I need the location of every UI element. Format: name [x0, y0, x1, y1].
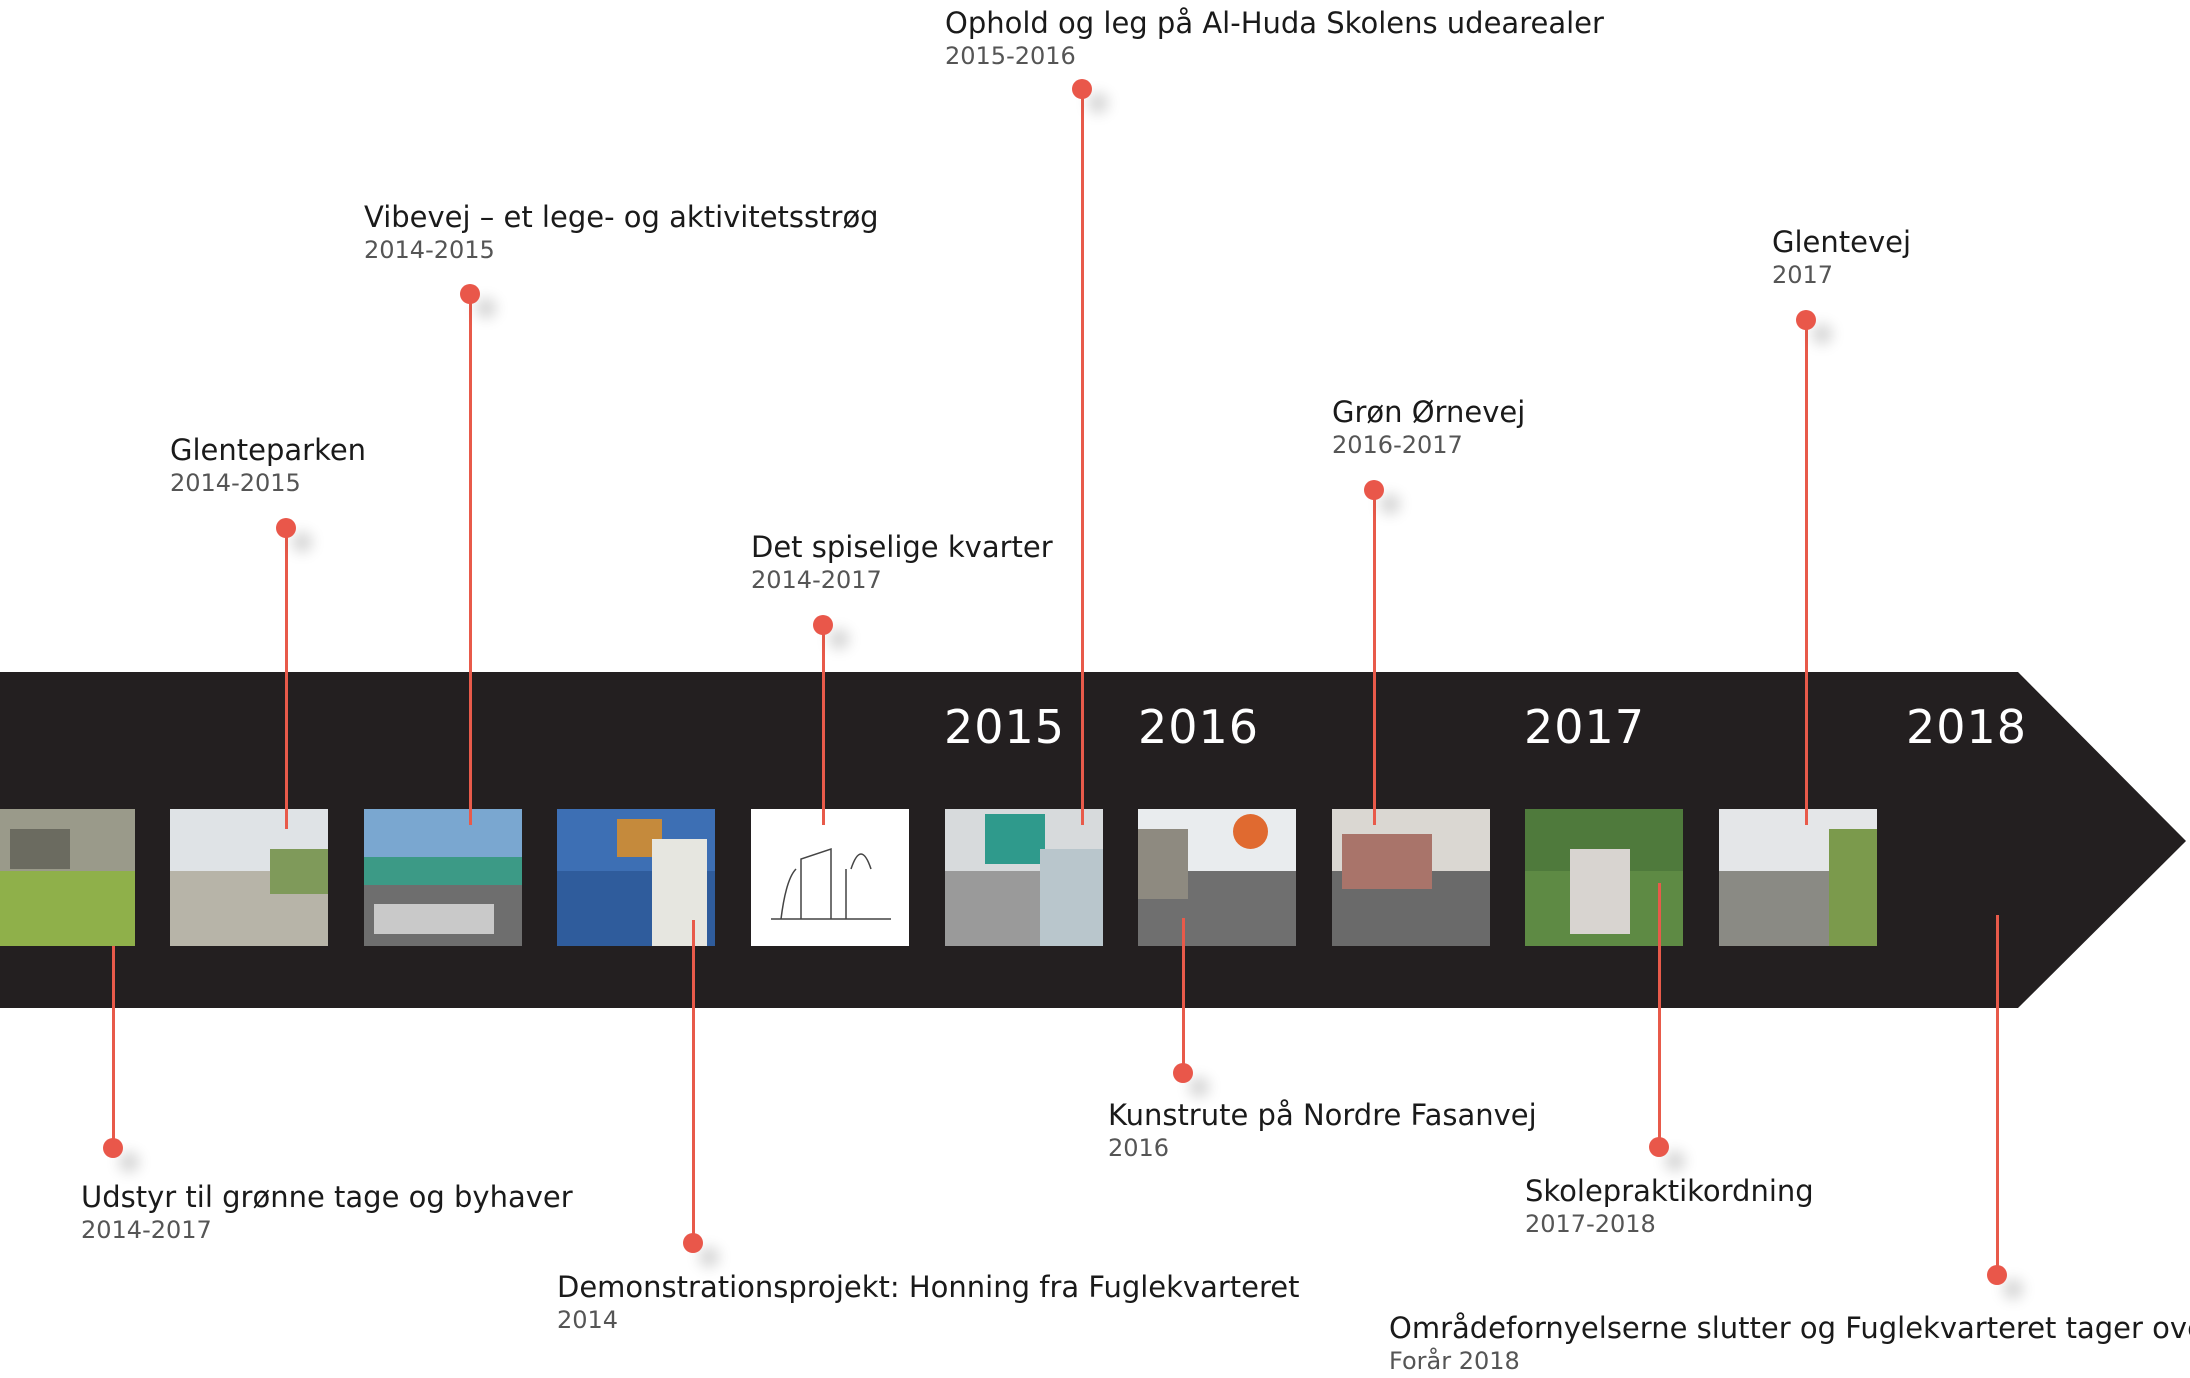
event-connector-line — [822, 625, 825, 825]
event-marker-dot — [1364, 480, 1384, 500]
event-date: 2014-2015 — [170, 469, 301, 497]
event-connector-line — [1658, 883, 1661, 1147]
event-title: Grøn Ørnevej — [1332, 395, 1526, 429]
photo-nordre-fasanvej — [1138, 809, 1296, 946]
event-title: Områdefornyelserne slutter og Fuglekvart… — [1389, 1311, 2190, 1345]
event-title: Vibevej – et lege- og aktivitetsstrøg — [364, 200, 879, 234]
photo-glentevej — [1719, 809, 1877, 946]
event-marker-dot — [1987, 1265, 2007, 1285]
event-label: Ophold og leg på Al-Huda Skolens udearea… — [945, 6, 1604, 72]
event-marker-dot — [1796, 310, 1816, 330]
photo-spiselige-kvarter — [751, 809, 909, 946]
event-title: Skolepraktikordning — [1525, 1174, 1814, 1208]
event-connector-line — [1182, 918, 1185, 1073]
event-date: 2015-2016 — [945, 42, 1076, 70]
photo-honning — [557, 809, 715, 946]
event-date: 2017 — [1772, 261, 1834, 289]
event-title: Kunstrute på Nordre Fasanvej — [1108, 1098, 1537, 1132]
photo-glenteparken — [170, 809, 328, 946]
year-label-2015: 2015 — [944, 700, 1066, 754]
event-date: Forår 2018 — [1389, 1347, 1520, 1375]
photo-vibevej — [364, 809, 522, 946]
event-connector-line — [1996, 915, 1999, 1275]
year-label-2018: 2018 — [1906, 700, 2028, 754]
event-title: Demonstrationsprojekt: Honning fra Fugle… — [557, 1270, 1300, 1304]
year-label-2016: 2016 — [1138, 700, 1260, 754]
event-connector-line — [692, 920, 695, 1243]
year-label-2017: 2017 — [1524, 700, 1646, 754]
event-connector-line — [285, 528, 288, 829]
photo-skolepraktik — [1525, 809, 1683, 946]
photo-green-roof — [0, 809, 135, 946]
event-date: 2016-2017 — [1332, 431, 1463, 459]
event-connector-line — [469, 294, 472, 825]
event-marker-dot — [1649, 1137, 1669, 1157]
event-label: Demonstrationsprojekt: Honning fra Fugle… — [557, 1270, 1300, 1336]
event-connector-line — [1805, 320, 1808, 825]
event-title: Glentevej — [1772, 225, 1912, 259]
photo-oernevej — [1332, 809, 1490, 946]
event-marker-dot — [1072, 79, 1092, 99]
event-date: 2016 — [1108, 1134, 1170, 1162]
event-date: 2014-2015 — [364, 236, 495, 264]
event-marker-dot — [683, 1233, 703, 1253]
event-title: Ophold og leg på Al-Huda Skolens udearea… — [945, 6, 1604, 40]
photo-al-huda — [945, 809, 1103, 946]
event-connector-line — [112, 946, 115, 1148]
event-title: Glenteparken — [170, 433, 367, 467]
event-date: 2014-2017 — [751, 566, 882, 594]
event-marker-dot — [1173, 1063, 1193, 1083]
event-title: Det spiselige kvarter — [751, 530, 1053, 564]
event-connector-line — [1373, 490, 1376, 825]
event-label: Områdefornyelserne slutter og Fuglekvart… — [1389, 1311, 2190, 1377]
event-marker-dot — [813, 615, 833, 635]
event-marker-dot — [276, 518, 296, 538]
event-marker-dot — [460, 284, 480, 304]
event-connector-line — [1081, 89, 1084, 825]
event-marker-dot — [103, 1138, 123, 1158]
event-date: 2014-2017 — [81, 1216, 212, 1244]
event-title: Udstyr til grønne tage og byhaver — [81, 1180, 573, 1214]
event-date: 2017-2018 — [1525, 1210, 1656, 1238]
event-date: 2014 — [557, 1306, 619, 1334]
